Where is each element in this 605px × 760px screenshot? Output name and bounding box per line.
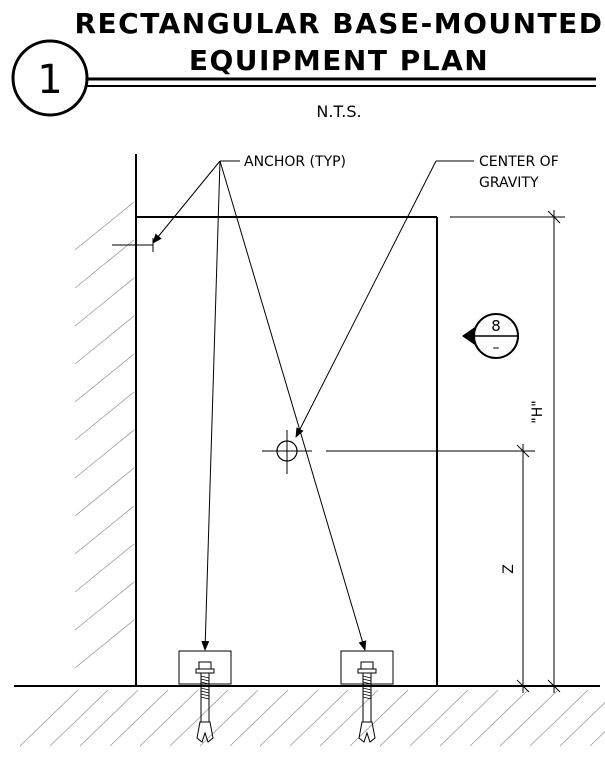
anchor-callout: ANCHOR (TYP) <box>152 154 367 651</box>
center-of-gravity-callout: CENTER OF GRAVITY <box>262 154 559 474</box>
section-marker: 8 – <box>462 313 519 359</box>
title-block: 1 RECTANGULAR BASE-MOUNTED EQUIPMENT PLA… <box>11 7 603 121</box>
cog-label-line-1: CENTER OF <box>479 154 559 170</box>
dimensions <box>326 210 565 693</box>
cog-label-line-2: GRAVITY <box>479 175 539 191</box>
title-line-1: RECTANGULAR BASE-MOUNTED <box>74 7 603 40</box>
scale-note: N.T.S. <box>316 102 361 121</box>
cog-leader <box>295 160 437 438</box>
anchor-bolt-left <box>178 650 232 743</box>
floor <box>14 685 605 747</box>
section-marker-top: 8 <box>491 317 501 335</box>
anchor-leader-2 <box>201 160 221 651</box>
wall-hatch <box>74 201 135 669</box>
anchor-symbol <box>112 238 154 252</box>
anchor-label: ANCHOR (TYP) <box>244 154 346 170</box>
anchor-leader-1 <box>152 160 221 244</box>
anchor-bolt-right <box>340 650 394 743</box>
dimension-h-label: "H" <box>530 400 546 423</box>
wall <box>74 154 137 686</box>
section-marker-bottom: – <box>493 340 500 356</box>
floor-hatch <box>19 689 605 747</box>
dimension-z-label: Z <box>501 564 517 574</box>
anchor-leader-3 <box>219 160 367 651</box>
detail-number: 1 <box>37 57 62 103</box>
title-line-2: EQUIPMENT PLAN <box>189 44 489 77</box>
